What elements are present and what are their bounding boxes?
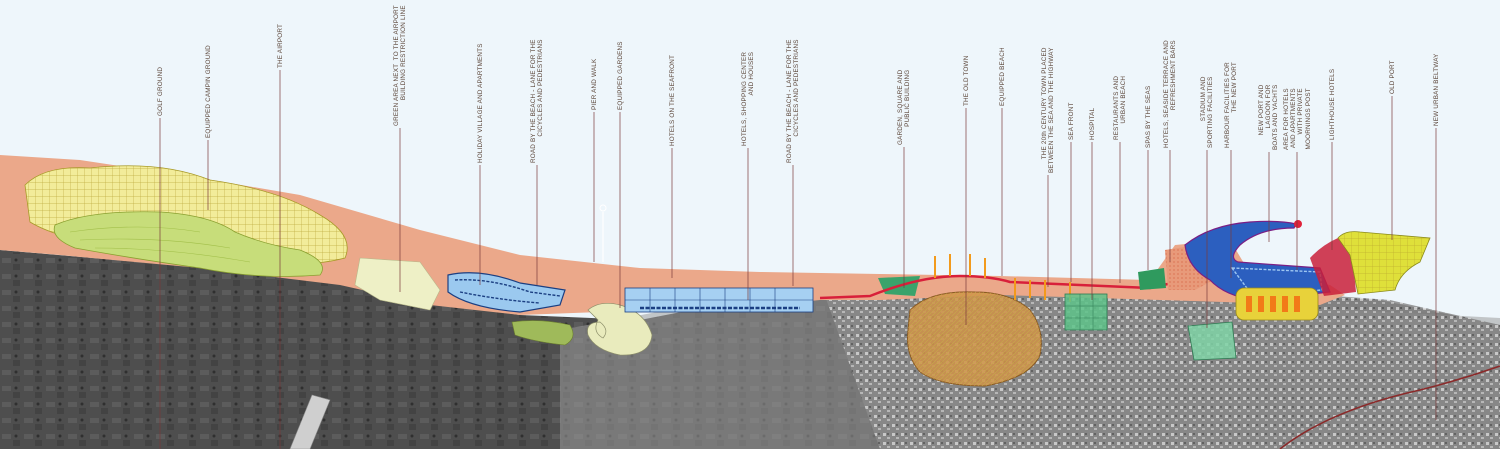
beach-piers — [934, 254, 1071, 302]
map-label: ROAD BY THE BEACH - LANE FOR THE CICYCLE… — [530, 39, 545, 163]
map-label: OLD PORT — [1388, 60, 1396, 94]
map-label: THE OLD TOWN — [962, 55, 970, 106]
map-label: EQUIPPED GARDENS — [616, 41, 624, 110]
stadium — [1187, 321, 1237, 361]
lighthouse-hotels — [1310, 238, 1356, 296]
map-label: HOLIDAY VILLAGE AND APARTMENTS — [476, 43, 484, 163]
airport-runway — [289, 394, 331, 449]
map-label: HOTELS, SEASIDE TERRACE AND REFRESHMENT … — [1163, 40, 1178, 148]
port-beacon — [1294, 220, 1302, 228]
map-label: THE AIRPORT — [276, 23, 284, 68]
map-label: STADIUM AND SPORTING FACILITIES — [1200, 76, 1215, 148]
beach-strip — [0, 155, 1345, 315]
map-label: EQUIPPED CAMPIN GROUND — [204, 45, 212, 138]
urban-beltway — [1279, 365, 1500, 449]
airport-green-area — [354, 257, 441, 311]
map-label: NEW URBAN BELTWAY — [1432, 53, 1440, 126]
map-label: NEW PORT AND LAGOON FOR BOATS AND YACHTS — [1258, 84, 1280, 150]
map-label: EQUIPPED BEACH — [998, 47, 1006, 106]
map-label: SPAS BY THE SEAS — [1144, 85, 1152, 148]
spas — [1138, 268, 1166, 290]
map-label: HOTELS, SHOPPING CENTER AND HOUSES — [741, 51, 756, 146]
map-label: SEA FRONT — [1067, 102, 1075, 141]
holiday-village — [447, 272, 566, 313]
map-label: LIGHTHOUSE HOTELS — [1328, 68, 1336, 140]
map-label: HOSPITAL — [1088, 107, 1096, 140]
map-label: HOTELS ON THE SEAFRONT — [668, 54, 676, 146]
map-label: ROAD BY THE BEACH - LANE FOR THE CICYCLE… — [786, 39, 801, 163]
map-label: RESTAURANTS AND URBAN BEACH — [1113, 75, 1128, 140]
hospital — [1064, 293, 1108, 331]
map-label: PIER AND WALK — [590, 58, 598, 110]
leader-lines — [159, 70, 1437, 449]
new-port-lagoon — [1184, 220, 1331, 301]
map-label: THE 20th CENTURY TOWN PLACED BETWEEN THE… — [1041, 47, 1056, 173]
map-label: GARDEN, SQUARE AND PUBLIC BUILDING — [897, 69, 912, 145]
green-park — [511, 320, 574, 346]
map-label: HARBOUR FACILITIES FOR THE NEW PORT — [1224, 62, 1239, 148]
map-label: GOLF GROUND — [156, 66, 164, 116]
map-label: GREEN AREA NEXT TO THE AIRPORT BUILDING … — [393, 5, 408, 126]
map-label: AREA FOR HOTELS AND APARTMENTS WITH PRIV… — [1282, 88, 1312, 150]
